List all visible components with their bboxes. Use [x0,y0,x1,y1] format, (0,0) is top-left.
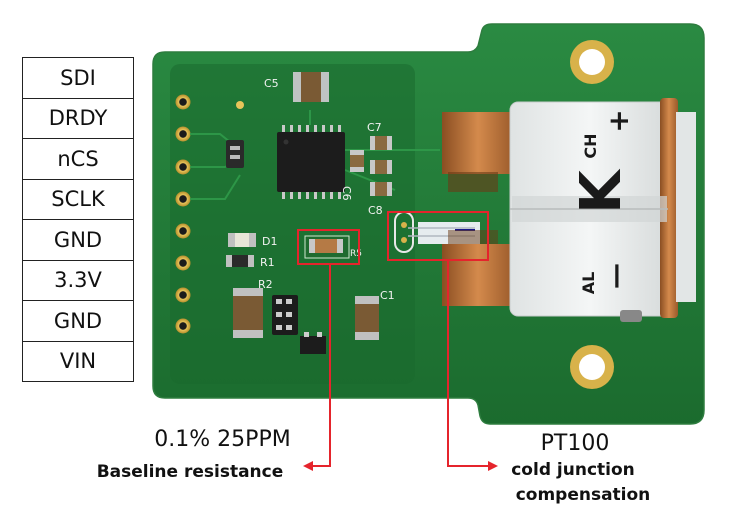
pin-row: GND [22,300,134,342]
silk-c7: C7 [367,121,382,134]
pin-label: VIN [22,340,134,382]
resistor-spec-caption: 0.1% 25PPM [154,427,291,452]
capacitor-c7 [370,136,392,150]
pt100-desc-caption-2: compensation [515,485,651,505]
regulator-r2 [233,288,263,338]
thermocouple-connector [509,98,696,318]
connector-type-k: K [569,168,634,214]
connector-al-label: AL [579,272,598,295]
pin-label: SCLK [22,178,134,220]
pt100-desc-caption-1: cold junction [511,460,635,480]
callout-box-pt100 [387,211,489,261]
pin-label-table: SDI DRDY nCS SCLK GND 3.3V GND VIN [22,57,134,382]
pin-row: SDI [22,57,134,99]
pin-label: DRDY [22,97,134,139]
connector-copper-upper [442,112,514,192]
resistor-r1 [226,255,254,267]
pin-label: 3.3V [22,259,134,301]
silk-c6: C6 [340,186,353,201]
transistor-array [272,295,298,335]
mounting-hole-top [570,40,614,84]
pt100-title-caption: PT100 [540,431,610,456]
led-d1 [228,233,256,247]
silk-c8: C8 [368,204,383,217]
adc-chip [277,125,345,199]
silk-r5: R5 [350,249,362,259]
capacitor-misc [370,160,392,174]
pin-row: DRDY [22,97,134,139]
connector-ch-label: CH [581,133,600,158]
callout-arrow-resistor [303,461,313,471]
callout-arrow-pt100 [488,461,498,471]
silk-c1: C1 [380,289,395,302]
callout-annotations [297,211,490,467]
pin-label: nCS [22,138,134,180]
pin-row: SCLK [22,178,134,220]
capacitor-c6 [350,150,364,172]
capacitor-c8 [370,182,392,196]
pin-row: nCS [22,138,134,180]
silk-r2: R2 [258,278,273,291]
header-pads [175,94,191,334]
pin-row: 3.3V [22,259,134,301]
capacitor-c1 [355,296,379,340]
connector-copper-lower [442,230,514,306]
resistor-array [226,140,244,168]
pin-row: GND [22,219,134,261]
connector-latch [620,310,642,322]
callout-line-resistor [310,264,331,467]
resistor-r5 [304,235,350,259]
capacitor-c5 [293,72,329,102]
silk-r1: R1 [260,256,275,269]
connector-plus: + [602,109,635,132]
silk-c5: C5 [264,77,279,90]
pin-label: GND [22,300,134,342]
connector-minus: — [601,263,631,289]
pin-row: VIN [22,340,134,382]
pin-label: SDI [22,57,134,99]
resistor-desc-caption: Baseline resistance [96,462,284,482]
transistor-q [300,332,326,354]
callout-box-resistor [297,229,360,265]
mounting-hole-bottom [570,345,614,389]
callout-line-pt100 [447,260,490,467]
silk-d1: D1 [262,235,277,248]
pin-label: GND [22,219,134,261]
